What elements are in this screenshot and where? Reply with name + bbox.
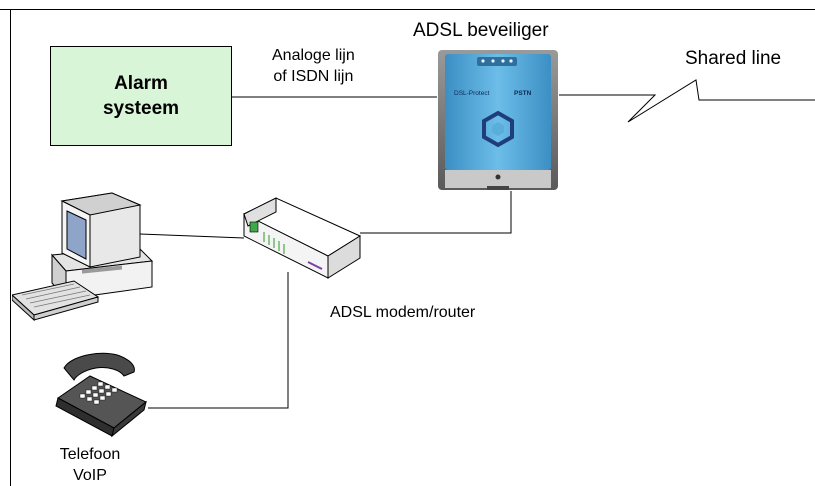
frame-left-border	[10, 10, 11, 486]
line-type-label-2: of ISDN lijn	[273, 68, 354, 85]
alarm-label-line2: systeem	[102, 98, 180, 119]
line-type-label: Analoge lijn of ISDN lijn	[272, 45, 355, 87]
line-type-label-1: Analoge lijn	[272, 47, 355, 64]
shared-line	[559, 79, 815, 123]
shared-line-label: Shared line	[685, 48, 782, 69]
phone-label: Telefoon VoIP	[58, 444, 122, 486]
phone-label-line2: VoIP	[73, 467, 107, 484]
modem-router-icon	[236, 196, 366, 284]
protector-logo-icon	[482, 110, 514, 148]
modem-label: ADSL modem/router	[330, 304, 476, 321]
protector-title: ADSL beveiliger	[413, 20, 549, 41]
alarm-label-line1: Alarm	[114, 73, 168, 94]
telephone-icon	[50, 350, 150, 438]
modem-to-phone-line	[148, 272, 289, 409]
alarm-system-box: Alarm systeem	[50, 46, 232, 146]
protector-to-modem-line	[360, 191, 512, 234]
modem-status-light	[249, 221, 259, 233]
phone-label-line1: Telefoon	[59, 446, 121, 463]
adsl-protector-icon: DSL-Protect PSTN	[437, 49, 559, 191]
protector-model-text: PSTN	[514, 90, 532, 97]
computer-to-modem-line	[139, 233, 245, 239]
computer-icon	[10, 187, 157, 327]
protector-brand-text: DSL-Protect	[454, 90, 490, 97]
frame-top-border	[0, 0, 815, 10]
